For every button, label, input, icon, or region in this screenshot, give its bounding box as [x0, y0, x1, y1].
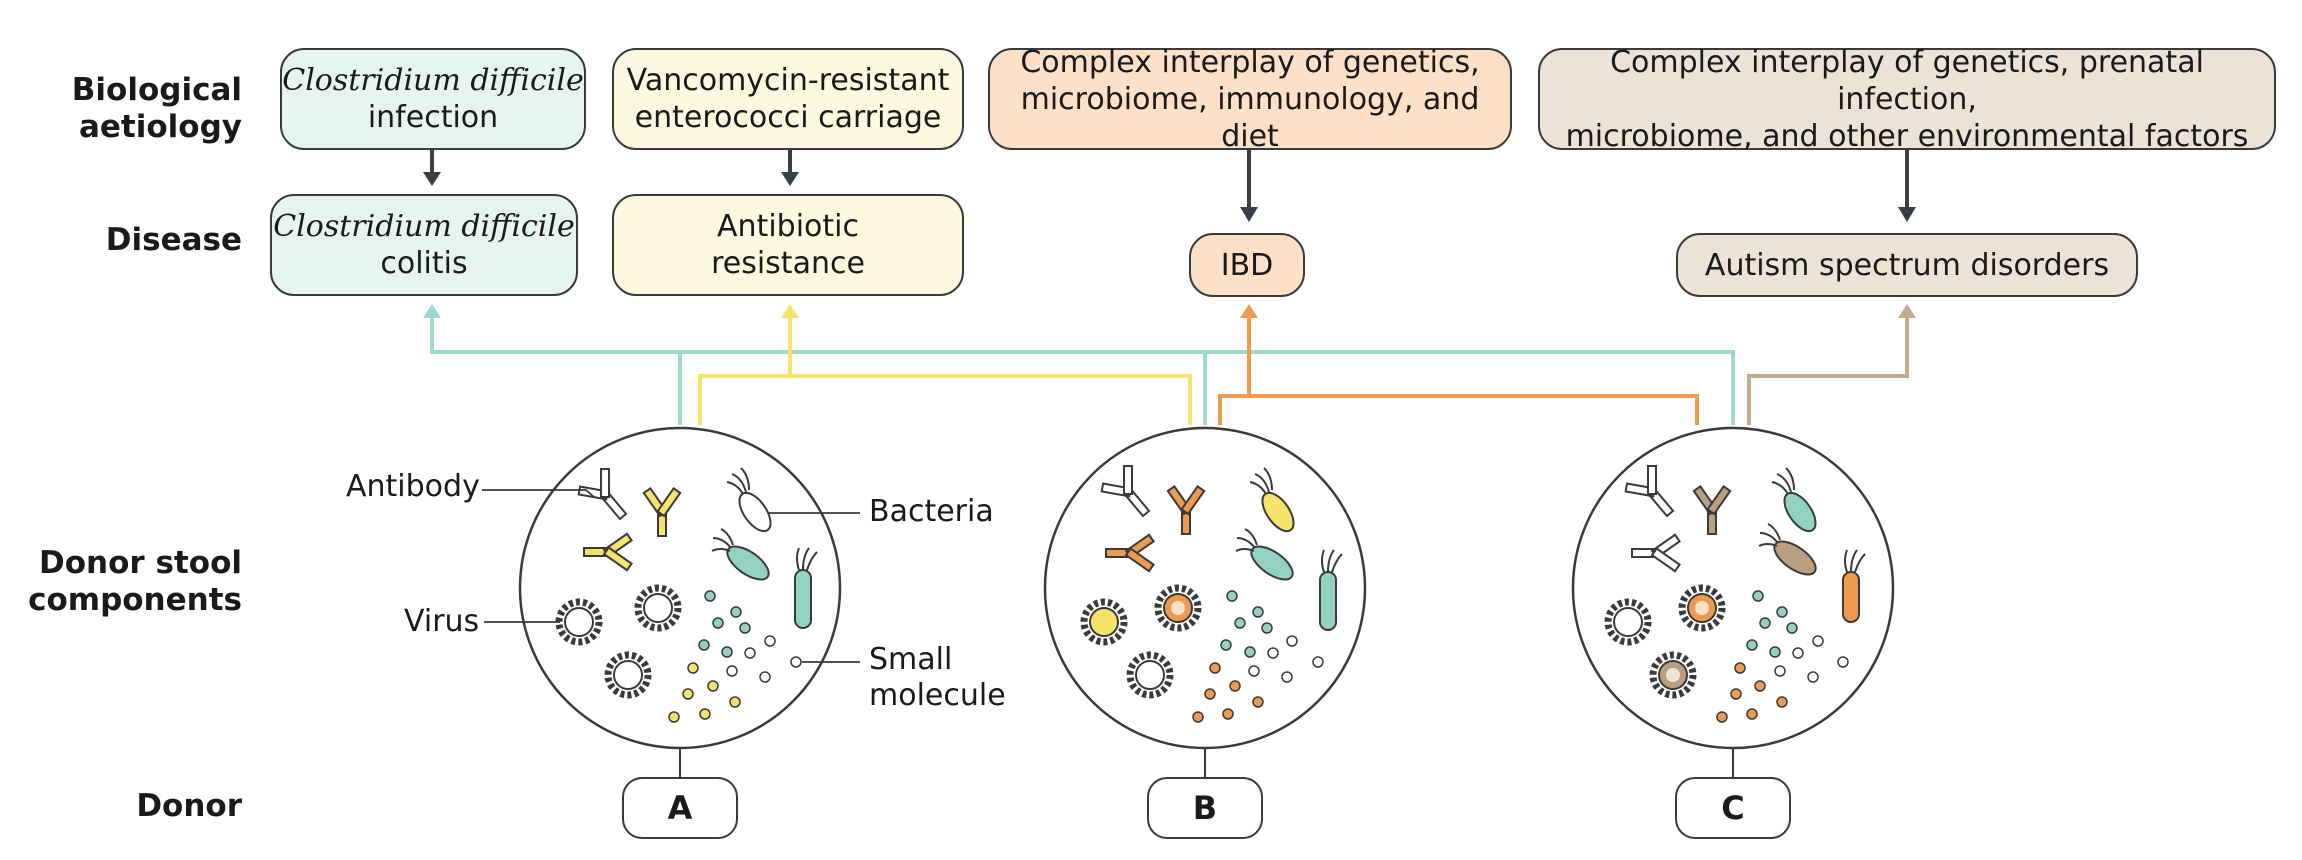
aetiology-asd-line2: microbiome, and other environmental fact…: [1565, 118, 2249, 154]
aetiology-ibd-line1: Complex interplay of genetics,: [1020, 44, 1480, 80]
antibody-icon: [1624, 465, 1681, 573]
aetiology-vre-line2: enterococci carriage: [634, 100, 942, 135]
label-virus: Virus: [404, 604, 480, 639]
row-label-aetiology: Biological aetiology: [0, 72, 242, 146]
row-label-aetiology-line1: Biological: [71, 72, 242, 108]
virus-icon: [1080, 584, 1202, 699]
aetiology-ibd-line2: microbiome, immunology, and diet: [1020, 81, 1480, 154]
virus-icon: [555, 584, 682, 699]
stool-circle-a: [482, 426, 860, 750]
disease-box-asd: Autism spectrum disorders: [1676, 233, 2138, 297]
label-bacteria: Bacteria: [869, 494, 994, 529]
disease-abx-line1: Antibiotic: [717, 209, 859, 244]
label-small-molecule-line1: Small: [869, 642, 953, 677]
aetiology-arrows: [423, 150, 1916, 222]
antibody-icon: [583, 487, 682, 572]
bacteria-icon: [1235, 467, 1343, 631]
virus-icon: [1604, 584, 1726, 699]
antibody-icon: [1100, 465, 1151, 518]
row-label-components: Donor stool components: [0, 545, 242, 619]
aetiology-cdiff-italic: Clostridium difficile: [282, 63, 584, 98]
bacteria-icon: [1758, 467, 1866, 623]
stool-circle-b: [1043, 426, 1367, 750]
antibody-icon: [1105, 485, 1206, 573]
row-label-components-line1: Donor stool: [39, 545, 242, 581]
disease-abx-line2: resistance: [711, 246, 865, 281]
donor-box-b: B: [1147, 777, 1263, 839]
antibody-icon: [1692, 485, 1732, 535]
bacteria-icon: [711, 467, 818, 629]
disease-cdiff-italic: Clostridium difficile: [273, 209, 575, 244]
disease-box-ibd: IBD: [1189, 233, 1305, 297]
donor-box-c: C: [1675, 777, 1791, 839]
aetiology-box-ibd: Complex interplay of genetics, microbiom…: [988, 45, 1512, 154]
callout-lines: [482, 489, 860, 663]
aetiology-cdiff-rest: infection: [367, 100, 499, 135]
row-label-donor: Donor: [136, 788, 242, 824]
aetiology-asd-line1: Complex interplay of genetics, prenatal …: [1610, 44, 2204, 117]
small-molecule-icon: [668, 590, 802, 723]
link-abx: [698, 304, 1192, 425]
link-cdiff: [423, 304, 1735, 425]
aetiology-box-vre: Vancomycin-resistant enterococci carriag…: [612, 48, 964, 150]
row-label-disease: Disease: [105, 222, 242, 258]
label-small-molecule-line2: molecule: [869, 678, 1006, 713]
label-small-molecule: Small molecule: [869, 642, 1006, 714]
small-molecule-icon: [1192, 590, 1324, 723]
row-label-aetiology-line2: aetiology: [78, 109, 242, 145]
disease-box-antibiotic-resistance: Antibiotic resistance: [612, 194, 964, 296]
stool-circle-c: [1571, 426, 1895, 750]
aetiology-box-cdiff: Clostridium difficile infection: [280, 48, 586, 150]
label-antibody: Antibody: [346, 469, 480, 504]
link-asd: [1747, 304, 1916, 425]
donor-box-a: A: [622, 777, 738, 839]
link-ibd: [1218, 304, 1699, 425]
row-label-components-line2: components: [28, 582, 242, 618]
disease-cdiff-rest: colitis: [380, 246, 468, 281]
small-molecule-icon: [1716, 590, 1849, 723]
aetiology-vre-line1: Vancomycin-resistant: [626, 63, 950, 98]
aetiology-box-asd: Complex interplay of genetics, prenatal …: [1538, 45, 2276, 154]
disease-box-cdiff-colitis: Clostridium difficile colitis: [270, 194, 578, 296]
donor-stems: [679, 747, 1734, 778]
